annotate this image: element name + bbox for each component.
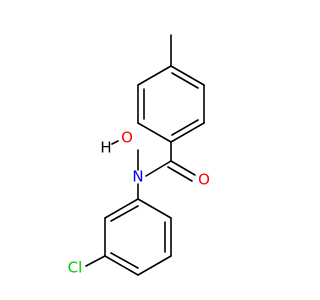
carbonyl-oxygen-label: O (198, 171, 210, 189)
tolyl-bond-6 (137, 65, 172, 86)
molecule-structure: H O N O Cl (68, 34, 210, 277)
chlorophenyl-double-bond-c (110, 205, 139, 222)
carbonyl-to-nitrogen-bond (145, 160, 172, 177)
hydroxyl-hydrogen-label: H (100, 139, 111, 157)
carbonyl-double-bond-inner (167, 166, 193, 182)
nitrogen-label: N (132, 168, 143, 186)
hydroxyl-oxygen-label: O (121, 129, 133, 147)
hydroxyl-bond (111, 140, 119, 145)
chlorophenyl-bond-6 (104, 198, 139, 219)
carbonyl-double-bond-outer (170, 160, 196, 176)
tolyl-ring (137, 65, 205, 143)
chlorophenyl-bond-1 (137, 198, 172, 219)
chlorine-bond (85, 255, 106, 267)
tolyl-bond-4 (137, 122, 172, 143)
chlorophenyl-bond-3 (137, 255, 172, 276)
tolyl-double-bond-a (171, 72, 199, 89)
tolyl-bond-3 (170, 122, 205, 143)
chlorophenyl-ring (104, 198, 172, 276)
tolyl-bond-1 (170, 65, 205, 86)
chlorophenyl-bond-4 (104, 255, 139, 276)
chlorophenyl-double-bond-b (110, 252, 139, 269)
tolyl-double-bond-b (171, 119, 199, 136)
chlorine-label: Cl (68, 259, 83, 277)
molecule-canvas: H O N O Cl (67, 34, 210, 277)
